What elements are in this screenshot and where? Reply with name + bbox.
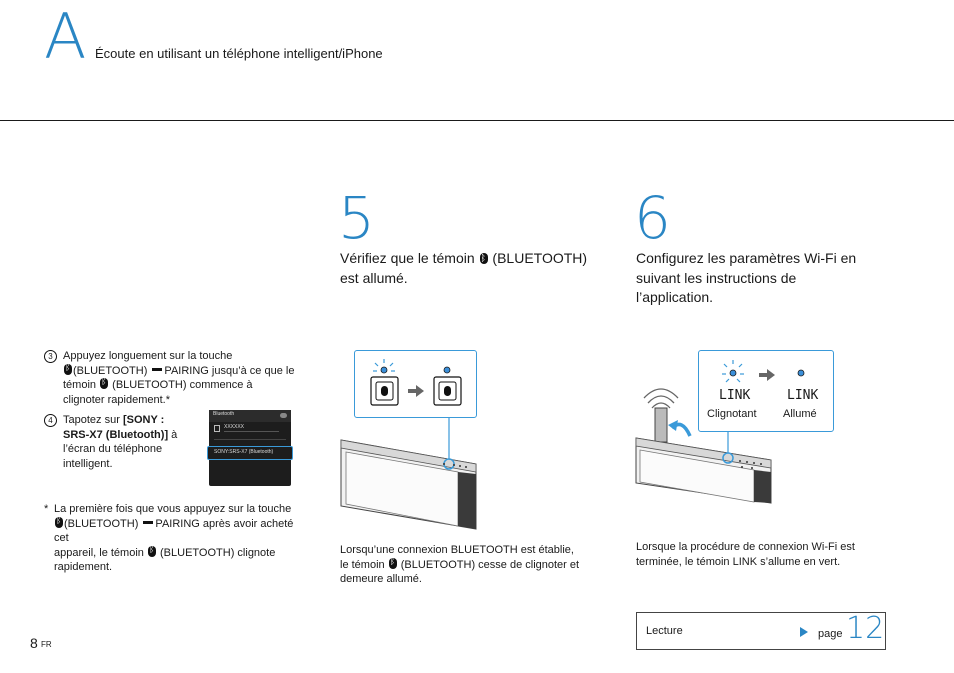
device-name-bold-2: SRS-X7 (Bluetooth)]: [63, 428, 169, 441]
header-divider: [0, 120, 954, 121]
reference-page-word: page: [818, 628, 843, 640]
footnote-text-2: PAIRING après avoir acheté cet: [54, 517, 294, 545]
phone-titlebar: Bluetooth: [209, 410, 291, 422]
state-steady: Allumé: [783, 408, 817, 420]
bluetooth-icon: [479, 250, 488, 270]
led-steady: [797, 369, 805, 377]
step-6-text-2: suivant les instructions de: [636, 269, 797, 286]
reference-page-number: 12: [846, 611, 885, 646]
link-indicator-callout: LINK LINK Clignotant Allumé: [698, 350, 834, 432]
step-4-marker: 4: [44, 414, 57, 427]
caption-text: Lorsque la procédure de connexion Wi-Fi …: [636, 541, 855, 553]
language-code: FR: [41, 640, 52, 649]
led-steady: [443, 366, 451, 374]
page-reference-box[interactable]: Lecture page 12: [636, 611, 886, 650]
section-title: Écoute en utilisant un téléphone intelli…: [95, 46, 383, 61]
phone-screen: Bluetooth XXXXXX SONY:SRS-X7 (Bluetooth): [207, 410, 293, 486]
caption-text: Lorsqu’une connexion BLUETOOTH est établ…: [340, 544, 574, 556]
bluetooth-icon: [55, 514, 63, 528]
led-blinking: [380, 366, 388, 374]
footnote-text-3: appareil, le témoin: [54, 546, 144, 559]
speaker-illustration: [635, 437, 772, 504]
step-5-caption: Lorsqu’une connexion BLUETOOTH est établ…: [340, 543, 600, 587]
bluetooth-label: (BLUETOOTH): [73, 364, 148, 377]
phone-list-item: SONY:SRS-X7 (Bluetooth): [214, 449, 274, 455]
link-indicator-diagram: [722, 360, 805, 383]
caption-text-3: (BLUETOOTH) cesse de clignoter et: [400, 558, 580, 571]
phone-text-line: [224, 431, 279, 432]
footnote-text-5: rapidement.: [54, 561, 113, 573]
footnote-text: La première fois que vous appuyez sur la…: [54, 503, 292, 515]
bluetooth-icon: [388, 555, 397, 569]
step-5-text: Vérifiez que le témoin: [340, 250, 475, 266]
footnote-text-4: (BLUETOOTH) clignote: [160, 546, 276, 559]
phone-list-item-highlight[interactable]: SONY:SRS-X7 (Bluetooth): [207, 446, 293, 460]
caption-text-4: demeure allumé.: [340, 573, 422, 585]
caption-text-2: le témoin: [340, 558, 385, 571]
bluetooth-indicator-diagram: [370, 359, 462, 406]
state-blinking: Clignotant: [707, 408, 757, 420]
section-letter: A: [44, 0, 87, 73]
wifi-icon: [643, 388, 679, 409]
blink-fast-text: clignoter rapidement.*: [63, 393, 171, 406]
step-5-text-2: est allumé.: [340, 269, 408, 286]
bluetooth-icon: [147, 543, 156, 557]
bluetooth-label: (BLUETOOTH): [64, 517, 139, 530]
antenna: [654, 407, 668, 443]
footnote: * La première fois que vous appuyez sur …: [44, 502, 302, 575]
step-3-marker: 3: [44, 350, 57, 363]
speaker-illustration: [340, 439, 477, 530]
page-number: 8: [30, 635, 38, 651]
arrow-bar-icon: [143, 520, 154, 524]
step-6-illustration: [635, 388, 772, 504]
pairing-text: PAIRING jusqu’à ce que le: [164, 364, 295, 377]
device-name-bold: [SONY :: [122, 414, 165, 426]
blink-rays-icon: [722, 360, 744, 383]
step-6-text: Configurez les paramètres Wi-Fi en: [636, 250, 857, 266]
phone-device-icon: [214, 425, 220, 432]
indicator-text: témoin: [63, 379, 97, 391]
bluetooth-indicator-callout: [354, 350, 477, 418]
arrow-bar-icon: [152, 367, 163, 371]
step-4-preposition: à: [171, 428, 178, 441]
step-4-instruction: 4 Tapotez sur [SONY : SRS-X7 (Bluetooth)…: [44, 413, 204, 471]
arrow-right-icon: [759, 369, 775, 381]
step-5-instruction: Vérifiez que le témoin (BLUETOOTH) est a…: [340, 249, 610, 288]
step-4-text-2: l’écran du téléphone: [63, 443, 163, 455]
bluetooth-icon: [381, 386, 388, 396]
arrow-right-icon: [408, 385, 424, 397]
link-label-blinking: LINK: [719, 388, 751, 403]
step-6-number: 6: [634, 184, 671, 252]
bluetooth-icon: [64, 361, 72, 375]
step-6-instruction: Configurez les paramètres Wi-Fi en suiva…: [636, 249, 896, 308]
phone-device-name: XXXXXX: [224, 424, 245, 430]
play-triangle-icon: [800, 627, 808, 637]
phone-title: Bluetooth: [213, 411, 235, 417]
bluetooth-label: (BLUETOOTH): [492, 250, 588, 266]
step-4-text-3: intelligent.: [63, 457, 113, 470]
step-4-text: Tapotez sur: [63, 414, 120, 426]
step-3-instruction: 3 Appuyez longuement sur la touche (BLUE…: [44, 349, 296, 407]
toggle-icon: [280, 413, 287, 418]
phone-divider: [214, 439, 286, 440]
step-3-text: Appuyez longuement sur la touche: [63, 350, 233, 362]
bluetooth-icon: [100, 375, 109, 390]
caption-text-2: terminée, le témoin LINK s’allume en ver…: [636, 555, 841, 568]
step-5-number: 5: [338, 184, 375, 252]
step-6-caption: Lorsque la procédure de connexion Wi-Fi …: [636, 540, 896, 569]
bluetooth-blink-text: (BLUETOOTH) commence à: [112, 379, 253, 391]
footnote-marker: *: [44, 503, 49, 515]
step-6-text-3: l’application.: [636, 289, 714, 305]
led-blinking: [729, 369, 737, 377]
bluetooth-icon: [444, 386, 451, 396]
link-label-steady: LINK: [787, 388, 819, 403]
step-5-illustration: [340, 418, 477, 530]
reference-label: Lecture: [646, 625, 683, 637]
blink-rays-icon: [373, 359, 395, 372]
